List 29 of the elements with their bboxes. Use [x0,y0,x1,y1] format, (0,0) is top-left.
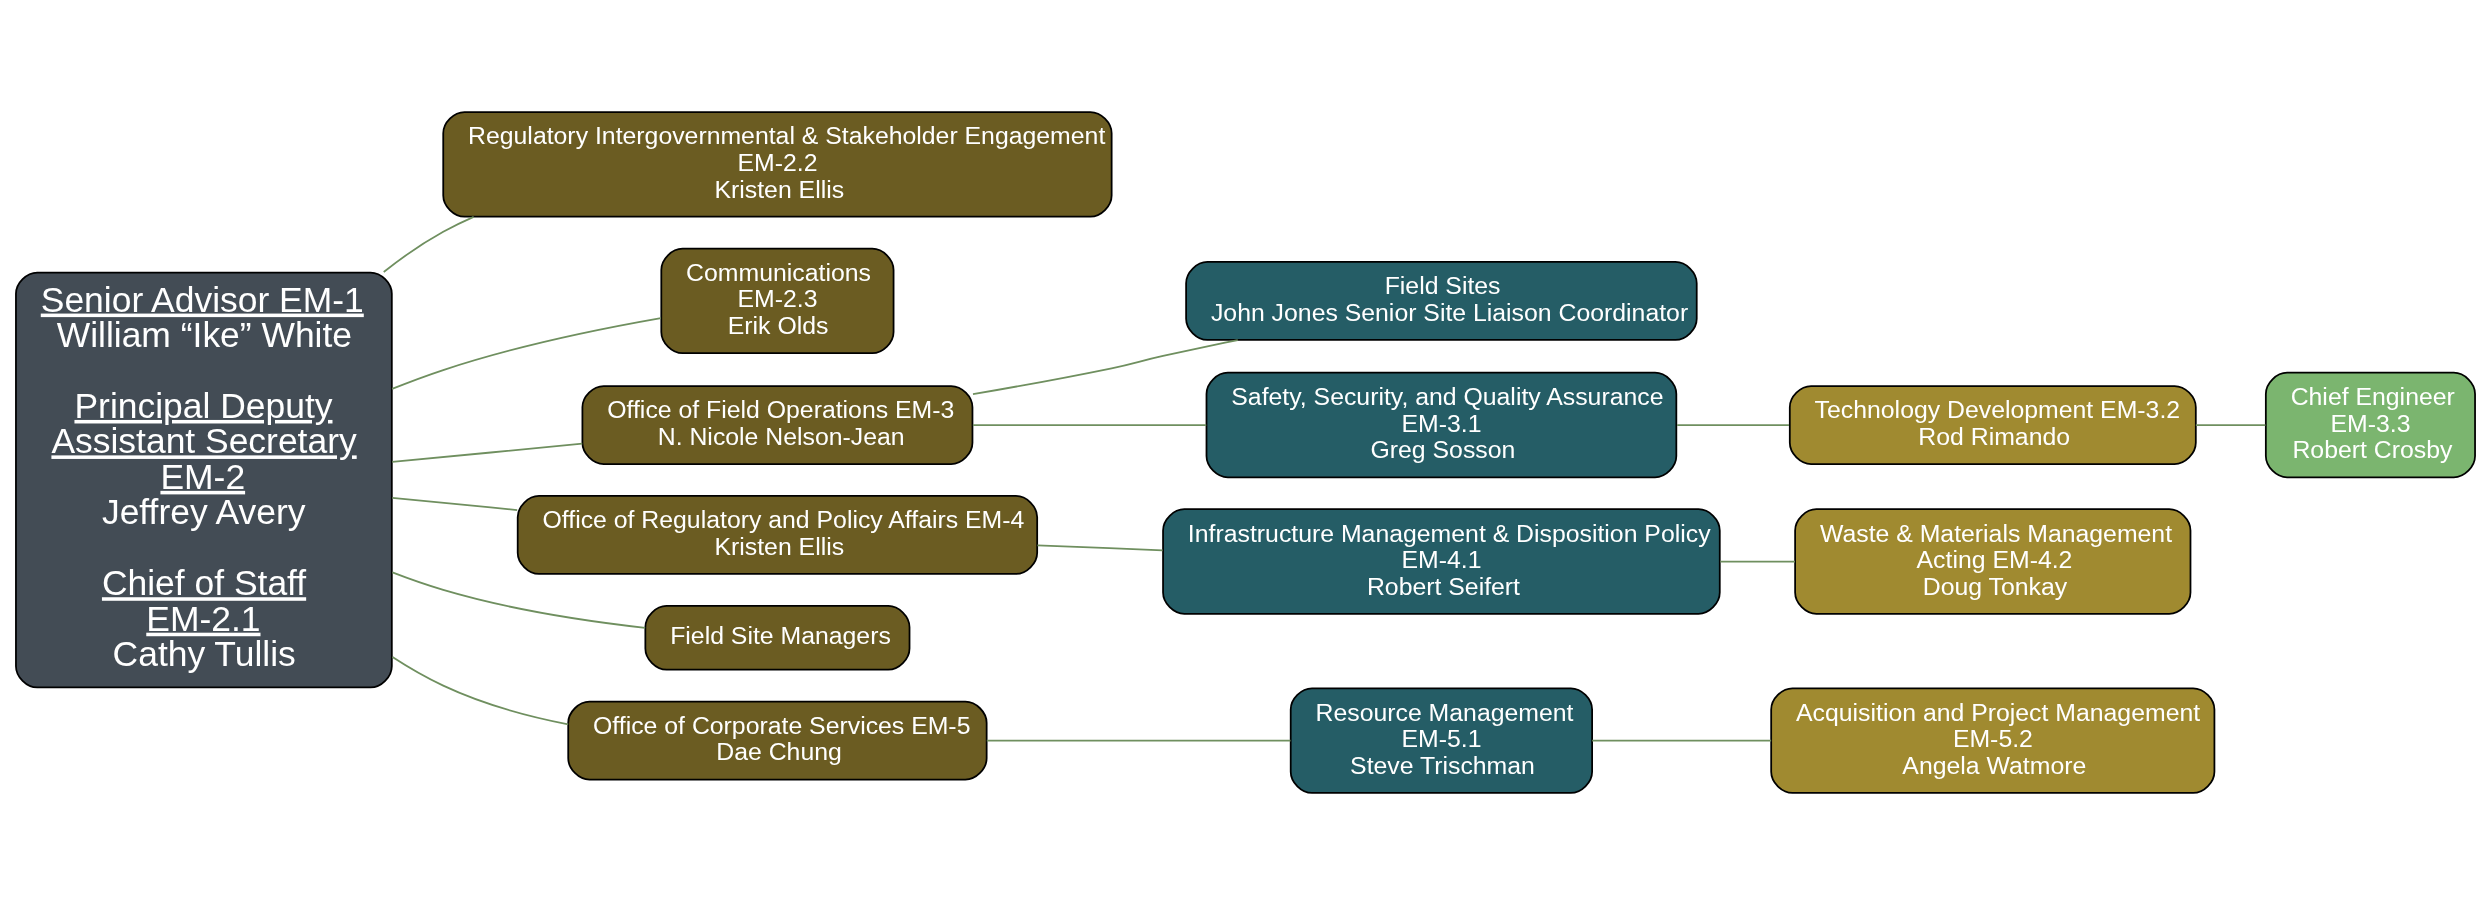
node-box: Senior Advisor EM-1 William “Ike” White Principal Deputy Assistant Secretary EM-2 Jeffrey Avery Chief of Staff EM-2.1 Cathy Tullis [15,271,393,689]
connector [1719,560,1796,563]
connector [985,739,1292,742]
node-box: Waste & Materials Management Acting EM-4.2 Doug Tonkay [1794,508,2192,615]
connector [382,215,475,273]
connector [391,497,519,511]
node-box: Safety, Security, and Quality Assurance EM-3.1 Greg Sosson [1205,371,1678,479]
connector [972,424,1208,426]
node-box: Resource Management EM-5.1 Steve Trischman [1289,687,1593,794]
connector [1591,739,1772,742]
connector [972,339,1239,396]
node-box: Communications EM-2.3 Erik Olds [660,247,895,355]
node-box: Technology Development EM-3.2 Rod Rimando [1788,385,2197,465]
connector [391,317,662,390]
node-box: Office of Field Operations EM-3 N. Nicole Nelson-Jean [581,385,974,465]
node-box: Office of Corporate Services EM-5 Dae Chung [567,700,988,781]
node-box: Acquisition and Project Management EM-5.2 Angela Watmore [1770,687,2216,794]
node-box: Field Sites John Jones Senior Site Liaison Coordinator [1185,261,1698,341]
node-box: Office of Regulatory and Policy Affairs EM-4 Kristen Ellis [516,495,1039,575]
node-box: Chief Engineer EM-3.3 Robert Crosby [2264,371,2476,479]
connector [391,442,584,463]
node-box: Infrastructure Management & Disposition Policy EM-4.1 Robert Seifert [1162,508,1721,615]
connector [1036,544,1164,552]
connector [1676,424,1790,426]
node-box: Regulatory Intergovernmental & Stakeholder Engagement EM-2.2 Kristen Ellis [442,111,1113,218]
node-box: Field Site Managers [644,604,911,671]
connector [391,656,570,726]
connector [2194,424,2267,426]
connector [391,571,646,629]
